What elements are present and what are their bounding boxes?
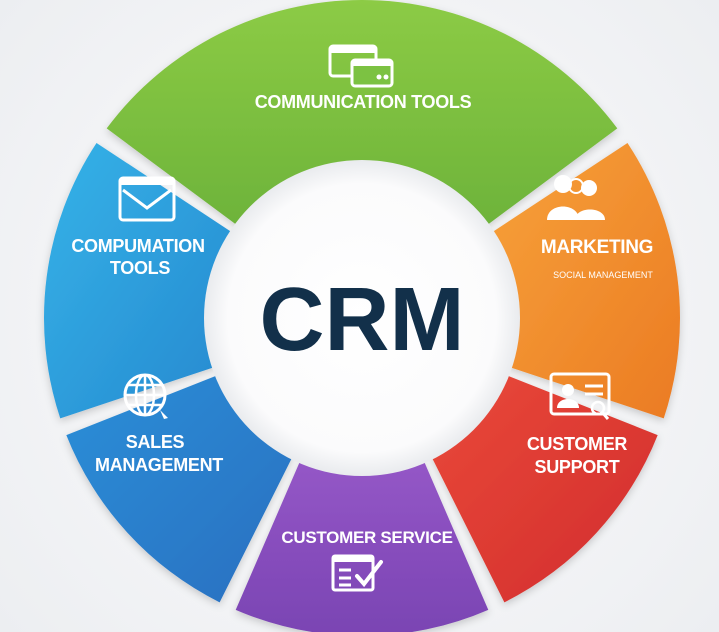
segment-support[interactable]: CUSTOMER SUPPORT: [527, 372, 628, 477]
segment-shape-sales[interactable]: [66, 373, 294, 603]
segment-shape-marketing[interactable]: [488, 142, 680, 419]
segment-shape-computation[interactable]: [43, 142, 236, 419]
segment-sales[interactable]: SALES MANAGEMENT: [95, 373, 224, 475]
wheel-segments: [43, 0, 680, 632]
globe-icon: [123, 373, 168, 419]
segment-label-marketing: MARKETING: [541, 237, 653, 258]
segment-marketing[interactable]: MARKETING SOCIAL MANAGEMENT: [541, 175, 654, 280]
segment-label-sales-1: SALES: [126, 432, 185, 452]
center-circle: [204, 160, 520, 476]
segment-label-computation-1: COMPUMATION: [71, 236, 204, 256]
segment-label-computation-2: TOOLS: [110, 258, 170, 278]
segment-shape-communication[interactable]: [106, 0, 618, 228]
center-title: CRM: [260, 270, 465, 370]
windows-icon: [328, 44, 394, 88]
segment-label-communication: COMMUNICATION TOOLS: [255, 92, 472, 112]
people-icon: [547, 175, 605, 220]
segment-shape-support[interactable]: [430, 373, 658, 603]
segment-communication[interactable]: COMMUNICATION TOOLS: [255, 44, 472, 112]
segment-computation[interactable]: COMPUMATION TOOLS: [71, 176, 205, 278]
id-card-icon: [549, 372, 611, 420]
segment-label-support-2: SUPPORT: [535, 457, 620, 477]
segment-label-support-1: CUSTOMER: [527, 434, 628, 454]
envelope-icon: [118, 176, 176, 222]
segment-sub-marketing: SOCIAL MANAGEMENT: [553, 270, 653, 280]
segment-service[interactable]: CUSTOMER SERVICE: [281, 528, 453, 592]
checklist-icon: [331, 554, 383, 592]
segment-label-service: CUSTOMER SERVICE: [281, 528, 452, 547]
segment-label-sales-2: MANAGEMENT: [95, 455, 223, 475]
segment-shape-service[interactable]: [235, 457, 489, 632]
